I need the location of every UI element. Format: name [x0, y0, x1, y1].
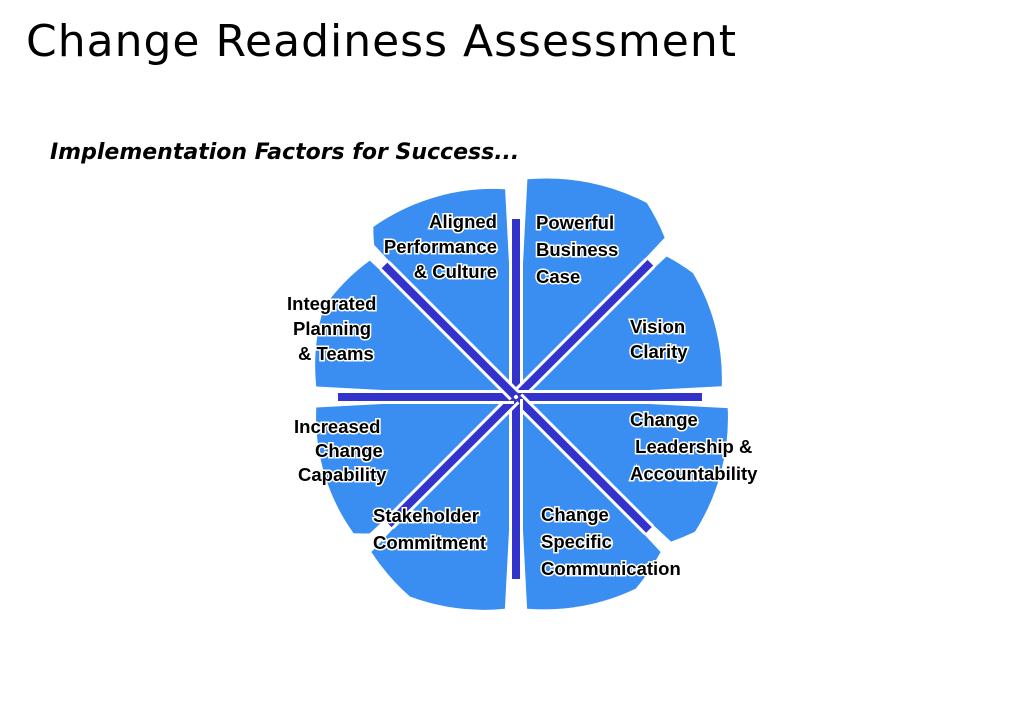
- segment-powerful-business-case: [516, 178, 665, 386]
- segment-vision-clarity: [527, 256, 722, 397]
- label-line: Change: [541, 504, 609, 525]
- label-line: Case: [536, 266, 580, 287]
- spoke: [514, 395, 652, 533]
- wheel-segments: [315, 178, 728, 610]
- spoke: [385, 395, 518, 528]
- segment-stakeholder-commitment: [371, 408, 516, 610]
- label-line: Increased: [294, 416, 380, 437]
- label-line: Change: [315, 440, 383, 461]
- label-line: Powerful: [536, 212, 614, 233]
- label-line: Planning: [293, 318, 371, 339]
- label-line: Capability: [298, 464, 387, 485]
- segment-change-leadership: [527, 397, 728, 542]
- label-line: Commitment: [373, 532, 486, 553]
- label-line: Change: [630, 409, 698, 430]
- label-line: Specific: [541, 531, 612, 552]
- label-line: Clarity: [630, 341, 688, 362]
- wheel-spokes: [338, 219, 702, 579]
- segment-increased-change-capability: [316, 397, 505, 534]
- label-line: Leadership &: [630, 436, 752, 457]
- page-title: Change Readiness Assessment: [26, 16, 737, 67]
- spoke: [514, 259, 654, 399]
- label-line: Aligned: [429, 211, 497, 232]
- label-line: Integrated: [287, 293, 376, 314]
- page-subtitle: Implementation Factors for Success...: [50, 140, 520, 165]
- label-change-leadership: Change Leadership & Accountability: [630, 409, 758, 484]
- segment-change-specific-communication: [516, 408, 661, 610]
- spoke: [381, 262, 518, 399]
- label-line: & Teams: [298, 343, 374, 364]
- segment-integrated-planning: [315, 260, 505, 397]
- label-line: Accountability: [630, 463, 758, 484]
- segment-aligned-performance: [373, 188, 516, 386]
- label-line: Communication: [541, 558, 681, 579]
- label-line: Vision: [630, 316, 685, 337]
- label-line: & Culture: [414, 261, 497, 282]
- label-line: Business: [536, 239, 618, 260]
- label-line: Performance: [384, 236, 497, 257]
- label-line: Stakeholder: [373, 505, 479, 526]
